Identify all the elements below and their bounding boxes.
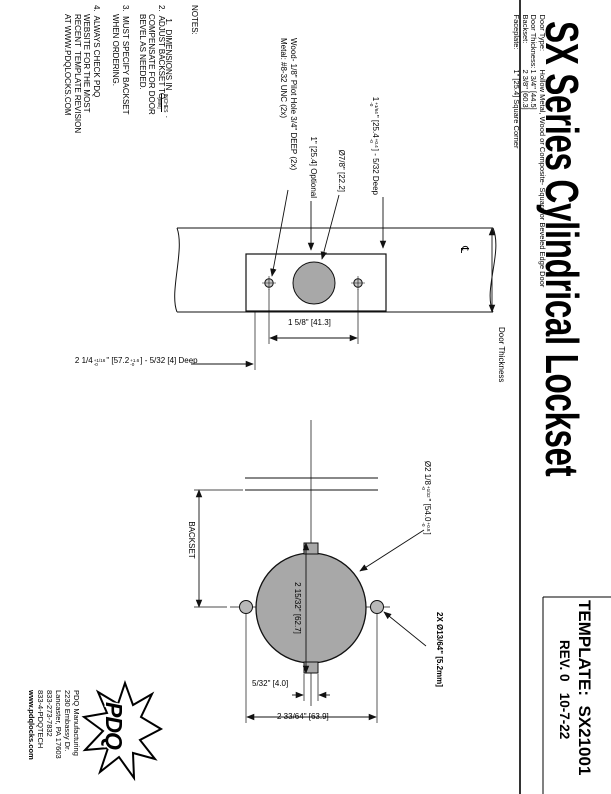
faceplate-outline bbox=[245, 253, 387, 312]
bolt-hole-diameter-label: 2X Ø13/64" [5.2mm] bbox=[435, 612, 444, 687]
note-4-line1: 4. ALWAYS CHECK PDQ bbox=[92, 5, 101, 98]
template-number: TEMPLATE: SX21001 bbox=[575, 600, 594, 776]
note-2-line3: BEVEL AS NEEDED. bbox=[138, 14, 147, 90]
tolerance-stack: +0.4-0 bbox=[369, 138, 379, 148]
faceplate-mortise-dimension: 1+1/64-0" [25.4+0.4-0] - 5/32 Deep bbox=[369, 96, 381, 195]
thru-bolt-hole-lower bbox=[239, 600, 253, 614]
note-4-line4: AT WWW.PDQLOCKS.COM bbox=[63, 14, 73, 116]
bore-dia-leader bbox=[359, 529, 425, 572]
note-3-line2: WHEN ORDERING. bbox=[111, 14, 121, 86]
note-4-line3: RECENT TEMPLATE REVISION bbox=[73, 14, 82, 134]
tolerance-stack: +0.8-0 bbox=[421, 522, 431, 532]
tab-extension-lines bbox=[303, 674, 319, 701]
company-name: PDQ Manufacturing bbox=[72, 690, 81, 756]
screw-hole-crosshairs bbox=[262, 276, 365, 290]
spec-value: 1" [25.4] Square Corner bbox=[512, 69, 522, 149]
tolerance-stack: +1/32-0 bbox=[421, 485, 431, 498]
company-phone: 833-273-7832 bbox=[45, 690, 54, 737]
thru-bolt-hole-upper bbox=[370, 600, 384, 614]
note-2-line1: 2. ADJUST BACKSET TO bbox=[157, 5, 166, 100]
centerline-symbol: ℄ bbox=[458, 246, 471, 254]
prep-recess-dimension: 2 1/4+1/16-0" [57.2+1.6-0] - 5/32 [4] De… bbox=[74, 356, 198, 368]
revision-label: REV. 0 10-7-22 bbox=[557, 640, 572, 740]
note-2-line2: COMPENSATE FOR DOOR bbox=[147, 14, 157, 115]
bolt-spacing-extension-lines bbox=[245, 614, 378, 723]
tolerance-stack: +1.6-0 bbox=[130, 357, 140, 368]
company-tech-phone: 833-4-PDQTECH bbox=[36, 690, 45, 749]
pdq-logo-text: PDQ bbox=[101, 702, 127, 750]
optional-faceplate-label: 1" [25.4] Optional bbox=[309, 136, 318, 198]
backset-extension-lines bbox=[194, 489, 243, 608]
bore-diameter-dimension: Ø2 1/8+1/32-0" [54.0+0.8-0] bbox=[421, 460, 433, 535]
note-3-line1: 3. MUST SPECIFY BACKSET bbox=[121, 5, 130, 115]
bolt-dia-leader bbox=[383, 611, 427, 647]
tolerance-stack: +1/64-0 bbox=[369, 102, 379, 114]
tolerance-stack: +1/16-0 bbox=[93, 357, 106, 368]
pdq-star-logo bbox=[81, 679, 164, 782]
tab-height-dimension: 5/32" [4.0] bbox=[252, 679, 289, 688]
latch-hole-leader bbox=[320, 194, 340, 260]
screw-spacing-extension-lines bbox=[268, 289, 359, 344]
screw-spacing-dimension: 1 5/8" [41.3] bbox=[288, 318, 331, 327]
pilot-hole-leader bbox=[270, 189, 289, 277]
company-website: www.pdqlocks.com bbox=[27, 690, 36, 760]
pilot-hole-note-line2: Metal: #8-32 UNC (2x) bbox=[279, 38, 289, 119]
latch-bore-hole bbox=[292, 261, 336, 305]
main-bore-hole bbox=[255, 552, 367, 664]
backset-label: BACKSET bbox=[187, 521, 196, 559]
break-line-bottom bbox=[174, 227, 180, 313]
pilot-hole-note-line1: Wood- 1/8" Pilot Hole 3/4" DEEP (2x) bbox=[289, 38, 298, 171]
notes-heading: NOTES: bbox=[190, 5, 199, 35]
bolt-spacing-dimension: 2 33/64" [63.9] bbox=[277, 712, 329, 721]
company-street: 2230 Embassy Dr. bbox=[63, 690, 72, 752]
across-tabs-dimension: 2 15/32" [62.7] bbox=[293, 582, 302, 634]
spec-row-faceplate: Faceplate: 1" [25.4] Square Corner bbox=[505, 2, 529, 149]
spec-label: Faceplate: bbox=[512, 14, 522, 50]
note-4-line2: WEBSITE FOR THE MOST bbox=[82, 14, 92, 113]
latch-hole-diameter-label: Ø7/8" [22.2] bbox=[337, 149, 346, 192]
door-thickness-label: Door Thickness bbox=[497, 327, 506, 383]
company-city: Lancaster, PA 17603 bbox=[54, 690, 63, 759]
break-line-top bbox=[489, 227, 497, 313]
